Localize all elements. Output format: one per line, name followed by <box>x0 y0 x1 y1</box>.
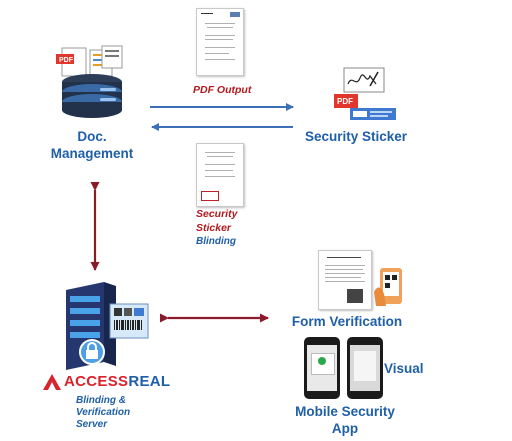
server-node <box>56 282 166 372</box>
blinding-label: Security Sticker Blinding <box>196 207 237 249</box>
security-sticker-node: PDF <box>330 66 400 122</box>
server-caption-line1: Blinding & <box>76 395 126 406</box>
verification-form-document <box>318 250 372 310</box>
smartphone-icon-2 <box>347 337 383 399</box>
blinding-label-line3: Blinding <box>196 236 236 247</box>
pdf-output-label: PDF Output <box>193 84 252 96</box>
accessreal-logo: ACCESSREAL <box>42 372 172 392</box>
phone-screen-right <box>350 345 380 391</box>
blinding-label-line1: Security <box>196 208 238 220</box>
server-caption-line3: Server <box>76 419 108 430</box>
database-icon: PDF <box>56 45 123 118</box>
accessreal-logo-mark <box>43 374 61 390</box>
visual-label: Visual <box>384 361 424 376</box>
hand-phone-icon <box>374 268 402 306</box>
blinding-document <box>196 143 244 207</box>
doc-management-label-line2: Management <box>50 146 134 161</box>
server-caption-line2: Verification <box>76 407 131 418</box>
pdf-output-document <box>196 8 244 76</box>
brand-access: ACCESS <box>64 373 129 390</box>
svg-text:PDF: PDF <box>337 97 353 106</box>
server-caption: Blinding & Verification Server <box>76 395 130 431</box>
mobile-app-label: Mobile Security App <box>280 403 410 437</box>
signature-icon: PDF <box>334 67 396 120</box>
brand-real: REAL <box>128 373 171 390</box>
server-icon <box>66 282 149 370</box>
svg-text:PDF: PDF <box>59 57 74 64</box>
doc-management-label-line1: Doc. <box>77 129 107 144</box>
smartphone-icon <box>304 337 340 399</box>
mobile-app-label-line1: Mobile Security <box>295 404 395 419</box>
phone-screen-left <box>307 345 337 391</box>
doc-management-node: PDF Doc. Management <box>44 44 140 169</box>
security-sticker-label: Security Sticker <box>304 129 408 144</box>
mobile-app-label-line2: App <box>331 421 359 436</box>
blinding-label-line2: Sticker <box>196 222 232 234</box>
form-verification-label: Form Verification <box>291 314 403 329</box>
doc-management-label: Doc. Management <box>44 128 140 162</box>
